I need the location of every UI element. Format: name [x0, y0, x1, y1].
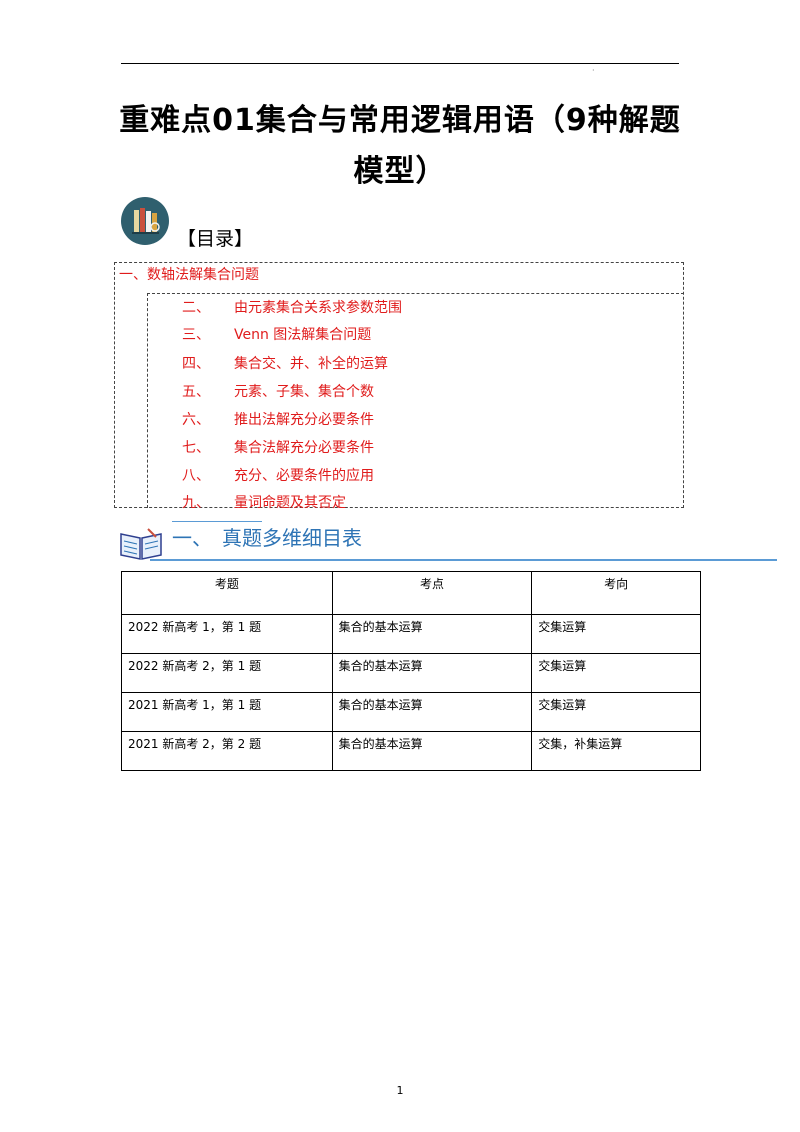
- table-header-row: 考题 考点 考向: [121, 571, 701, 615]
- toc-heading: 【目录】: [177, 228, 254, 250]
- toc-item-label: 集合法解充分必要条件: [234, 440, 374, 456]
- toc-item-7[interactable]: 七、 集合法解充分必要条件: [182, 437, 374, 457]
- cell-topic: 集合的基本运算: [331, 731, 533, 771]
- toc-inner-frame: [147, 293, 684, 508]
- toc-item-label: 充分、必要条件的应用: [234, 468, 374, 484]
- cell-question: 2022 新高考 1，第 1 题: [121, 614, 333, 654]
- toc-item-number: 九、: [182, 495, 210, 511]
- toc-item-8[interactable]: 八、 充分、必要条件的应用: [182, 465, 374, 485]
- toc-item-number: 五、: [182, 384, 210, 400]
- cell-direction: 交集运算: [531, 653, 701, 693]
- toc-item-label: Venn 图法解集合问题: [234, 327, 372, 343]
- col-header-direction: 考向: [531, 571, 701, 615]
- page-title-line-2: 模型）: [353, 154, 447, 189]
- cell-direction: 交集运算: [531, 614, 701, 654]
- section-underline: [150, 559, 777, 561]
- table-row: 2022 新高考 2，第 1 题 集合的基本运算 交集运算: [121, 653, 701, 693]
- toc-item-label: 元素、子集、集合个数: [234, 384, 374, 400]
- toc-item-2[interactable]: 二、 由元素集合关系求参数范围: [182, 297, 402, 317]
- section-title: 真题多维细目表: [222, 526, 362, 550]
- toc-item-5[interactable]: 五、 元素、子集、集合个数: [182, 381, 374, 401]
- toc-item-label: 集合交、并、补全的运算: [234, 356, 388, 372]
- toc-item-label: 由元素集合关系求参数范围: [234, 300, 402, 316]
- cell-topic: 集合的基本运算: [331, 653, 533, 693]
- toc-item-9[interactable]: 九、 量词命题及其否定: [182, 492, 346, 512]
- header-rule: [121, 63, 679, 64]
- cell-question: 2021 新高考 1，第 1 题: [121, 692, 333, 732]
- toc-item-label: 量词命题及其否定: [234, 495, 346, 511]
- books-icon: [121, 197, 169, 245]
- section-number: 一、: [172, 526, 212, 550]
- toc-item-4[interactable]: 四、 集合交、并、补全的运算: [182, 353, 388, 373]
- cell-direction: 交集运算: [531, 692, 701, 732]
- toc-item-number: 三、: [182, 327, 210, 343]
- cell-question: 2021 新高考 2，第 2 题: [121, 731, 333, 771]
- table-row: 2021 新高考 1，第 1 题 集合的基本运算 交集运算: [121, 692, 701, 732]
- cell-question: 2022 新高考 2，第 1 题: [121, 653, 333, 693]
- exam-topic-table: 考题 考点 考向 2022 新高考 1，第 1 题 集合的基本运算 交集运算 2…: [121, 571, 701, 771]
- cell-direction: 交集，补集运算: [531, 731, 701, 771]
- toc-item-6[interactable]: 六、 推出法解充分必要条件: [182, 409, 374, 429]
- table-row: 2021 新高考 2，第 2 题 集合的基本运算 交集，补集运算: [121, 731, 701, 771]
- page-title-line-1: 重难点01集合与常用逻辑用语（9种解题: [119, 103, 681, 138]
- toc-item-3[interactable]: 三、 Venn 图法解集合问题: [182, 324, 371, 344]
- toc-item-number: 四、: [182, 356, 210, 372]
- toc-item-number: 七、: [182, 440, 210, 456]
- open-book-icon: [120, 528, 162, 560]
- toc-item-number: 八、: [182, 468, 210, 484]
- header-dot: ·: [592, 66, 595, 75]
- toc-item-label: 推出法解充分必要条件: [234, 412, 374, 428]
- toc-item-number: 二、: [182, 300, 210, 316]
- table-row: 2022 新高考 1，第 1 题 集合的基本运算 交集运算: [121, 614, 701, 654]
- col-header-topic: 考点: [331, 571, 533, 615]
- col-header-question: 考题: [121, 571, 333, 615]
- cell-topic: 集合的基本运算: [331, 692, 533, 732]
- toc-item-number: 六、: [182, 412, 210, 428]
- page-number: 1: [396, 1084, 404, 1097]
- toc-outer-frame: [114, 262, 684, 508]
- cell-topic: 集合的基本运算: [331, 614, 533, 654]
- section-accent-line: [172, 521, 262, 522]
- toc-item-1[interactable]: 一、数轴法解集合问题: [119, 267, 259, 283]
